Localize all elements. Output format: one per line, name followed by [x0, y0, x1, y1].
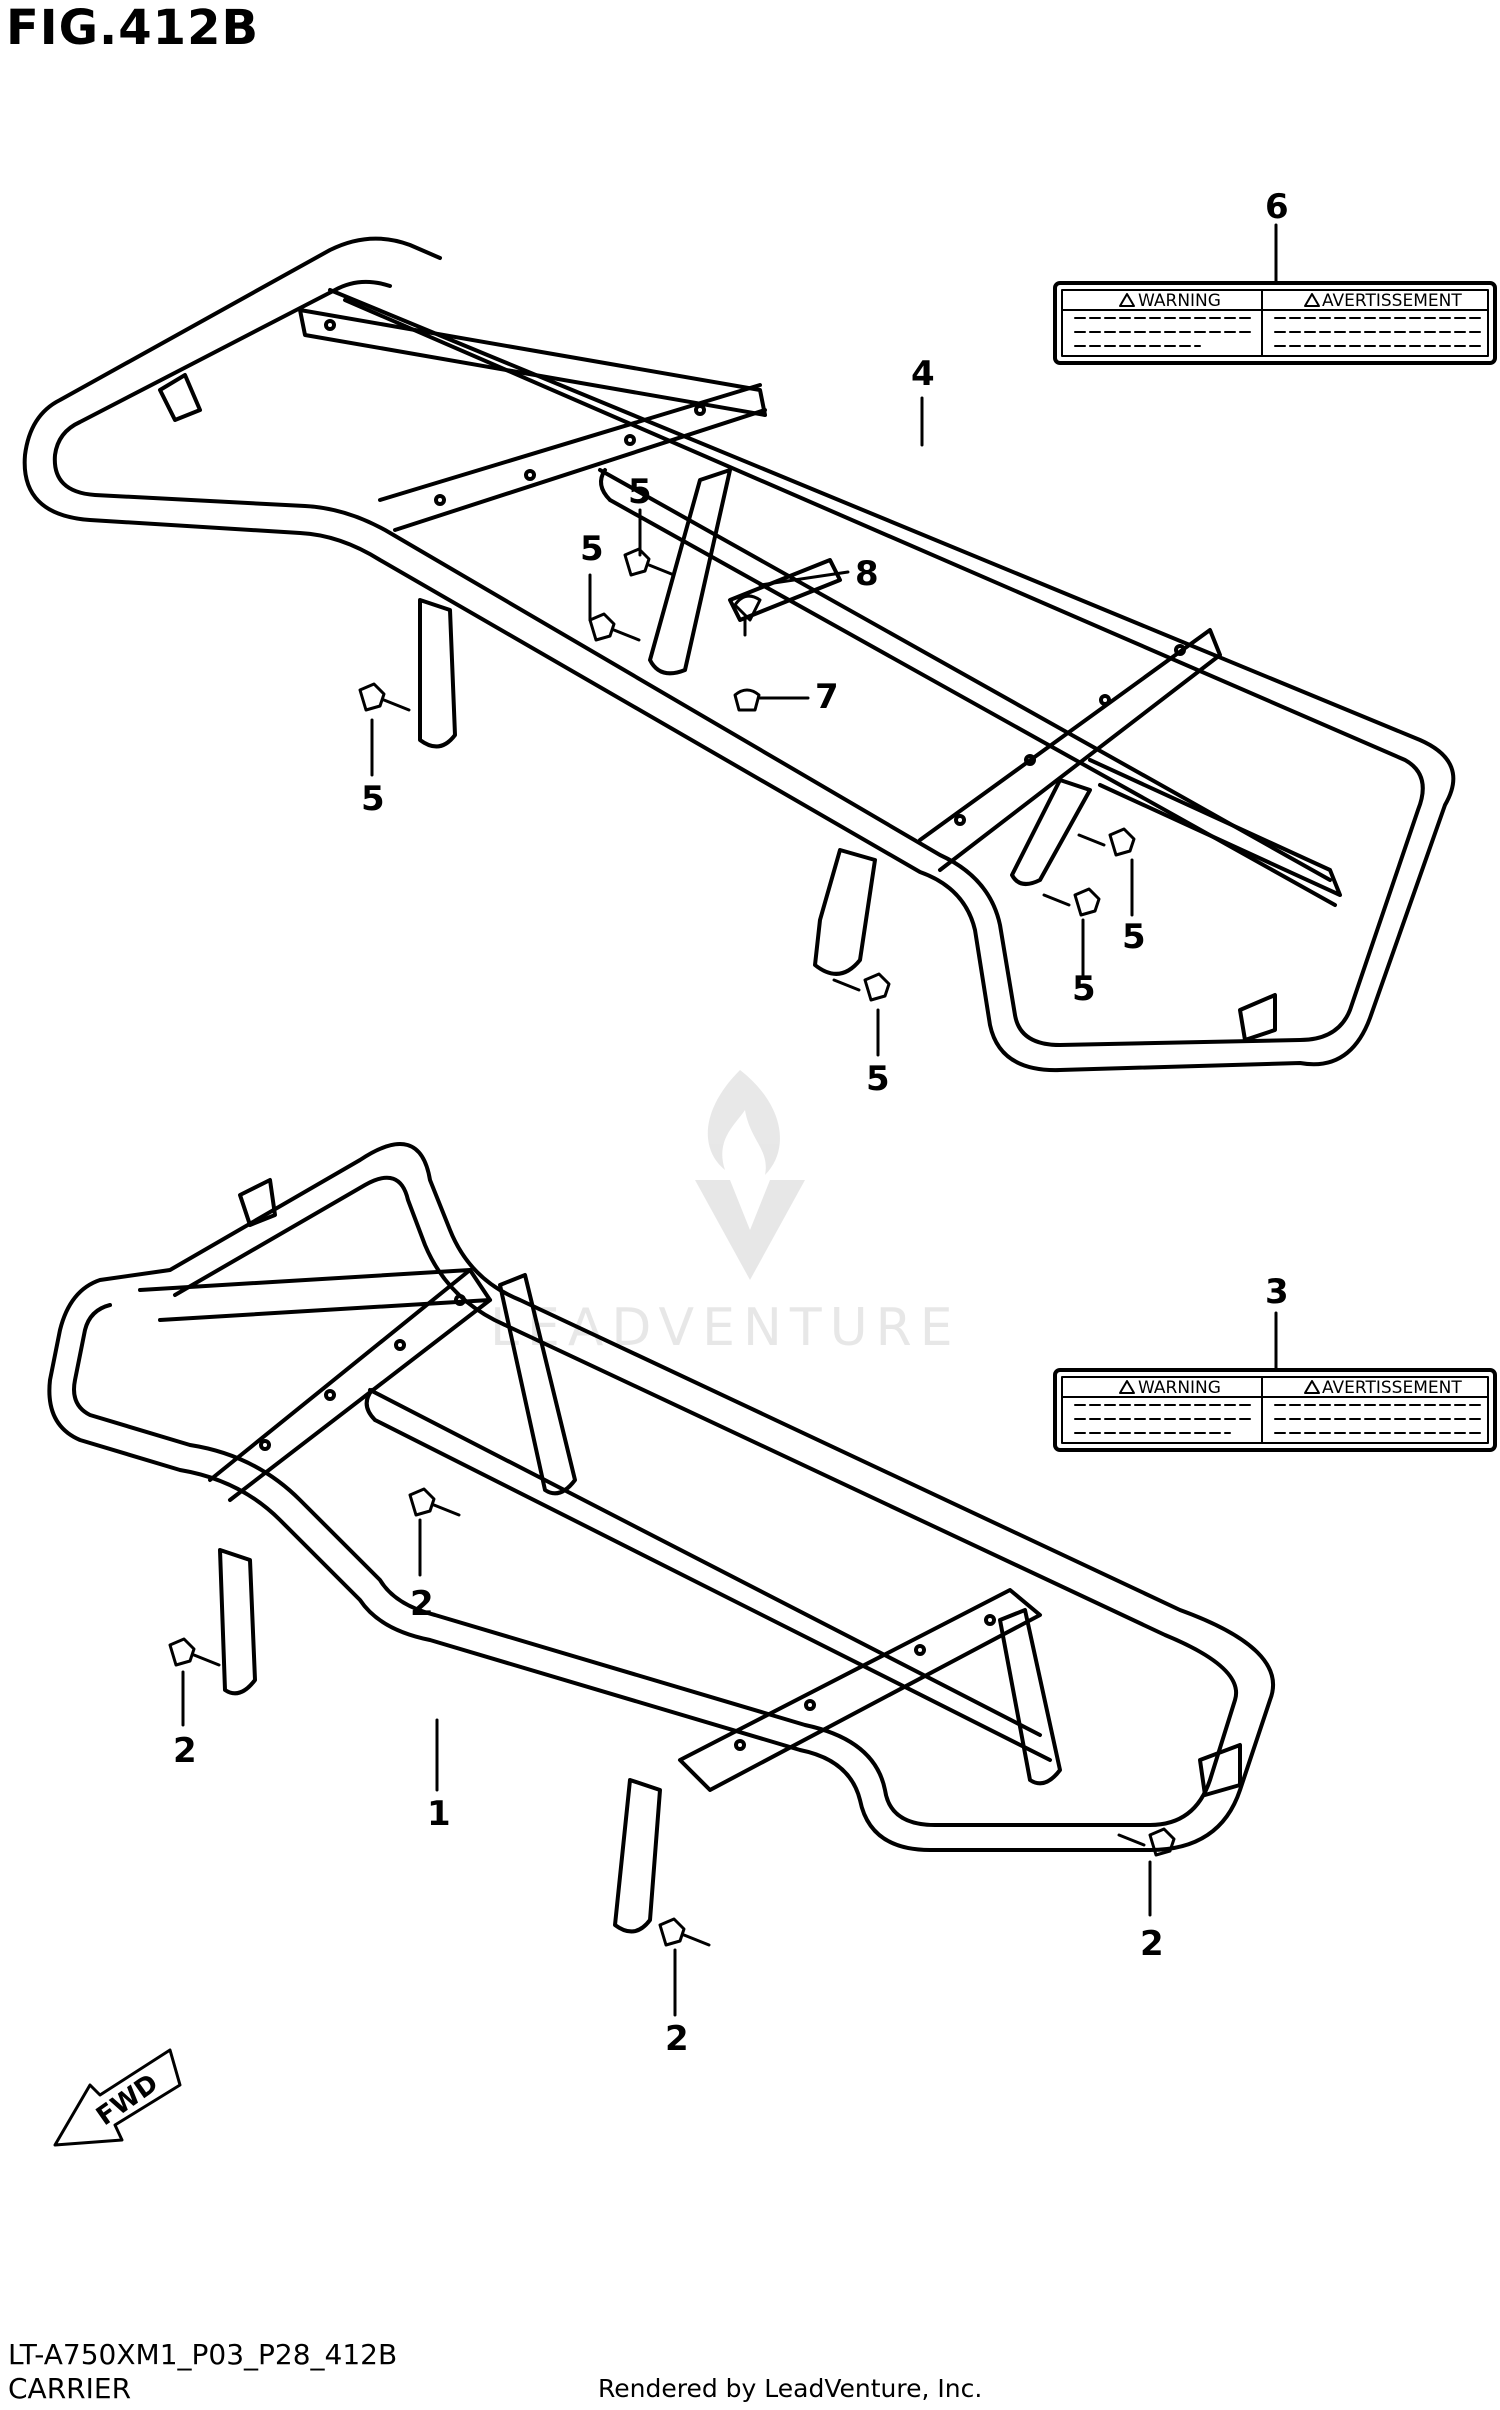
label3-right-text: AVERTISSEMENT [1322, 1378, 1462, 1398]
bolt-icon [832, 972, 891, 1002]
bolt-icon [358, 682, 411, 712]
bolt-icon [658, 1917, 711, 1947]
callout-5: 5 [361, 779, 385, 819]
nut-icon [733, 688, 761, 712]
callout-4: 4 [911, 354, 935, 394]
label6-left-text: WARNING [1138, 291, 1221, 311]
callout-2: 2 [1140, 1924, 1164, 1964]
bolts [168, 547, 1176, 1947]
warning-triangle-icon [1304, 293, 1320, 307]
bolt-icon [1077, 827, 1136, 857]
bolt-icon [1042, 887, 1101, 917]
callout-5: 5 [628, 472, 652, 512]
diagram-code: LT-A750XM1_P03_P28_412B [8, 2338, 398, 2371]
render-credit: Rendered by LeadVenture, Inc. [598, 2374, 983, 2403]
fwd-arrow-icon [53, 2048, 182, 2147]
warning-triangle-icon [1304, 1380, 1320, 1394]
bolt-icon [408, 1487, 461, 1517]
warning-triangle-icon [1119, 293, 1135, 307]
bolt-icon [1117, 1827, 1176, 1857]
bolt-icon [588, 612, 641, 642]
watermark: LEADVENTURE [490, 1070, 961, 1358]
watermark-v-icon [695, 1180, 805, 1280]
callout-6: 6 [1265, 187, 1289, 227]
label6-right-text: AVERTISSEMENT [1322, 291, 1462, 311]
callout-3: 3 [1265, 1272, 1289, 1312]
callout-2: 2 [410, 1584, 434, 1624]
callout-2: 2 [665, 2019, 689, 2059]
callout-8: 8 [855, 554, 879, 594]
watermark-flame-icon [707, 1070, 780, 1175]
leader-lines [181, 223, 1278, 2017]
screw-icon [733, 594, 762, 637]
figure-title: FIG.412B [6, 0, 260, 56]
callout-5: 5 [1072, 969, 1096, 1009]
rear-carrier-part-4 [22, 236, 1456, 1073]
watermark-text: LEADVENTURE [490, 1298, 961, 1358]
callout-5: 5 [866, 1059, 890, 1099]
bolt-icon [623, 547, 676, 577]
callout-numbers: 6 4 5 5 8 7 5 5 5 5 3 2 2 1 2 2 [173, 187, 1289, 2059]
label3-left-text: WARNING [1138, 1378, 1221, 1398]
callout-1: 1 [427, 1794, 451, 1834]
callout-5: 5 [580, 529, 604, 569]
warning-triangle-icon [1119, 1380, 1135, 1394]
callout-5: 5 [1122, 917, 1146, 957]
callout-7: 7 [815, 677, 839, 717]
callout-2: 2 [173, 1731, 197, 1771]
front-carrier-part-1 [47, 1142, 1276, 1934]
bolt-icon [168, 1637, 221, 1667]
diagram-name: CARRIER [8, 2372, 132, 2405]
